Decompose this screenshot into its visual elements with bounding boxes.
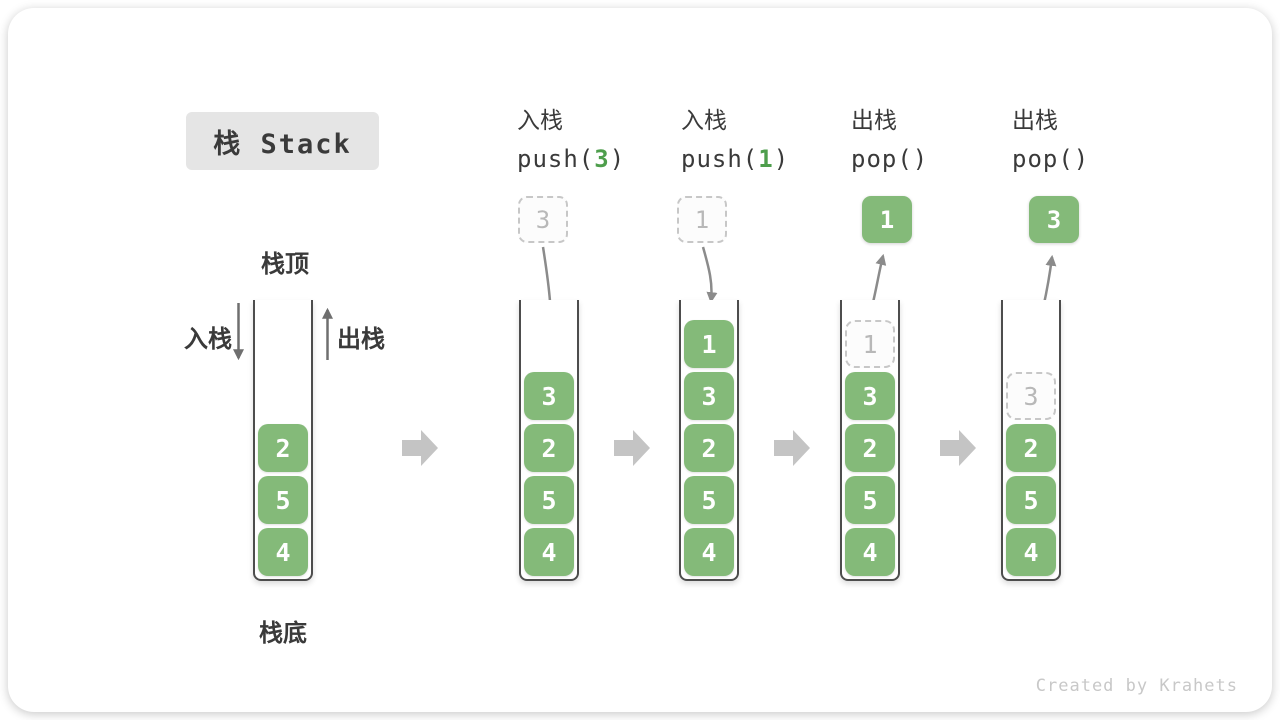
- stack-cell: 5: [684, 476, 734, 524]
- stack-bottom-label: 栈底: [259, 619, 307, 647]
- stack-top-label: 栈顶: [261, 250, 309, 278]
- step-header-pop-3: 出栈 pop(): [1012, 106, 1089, 175]
- stack-cell-ghost: 1: [845, 320, 895, 368]
- step-header-pop-1: 出栈 pop(): [851, 106, 928, 175]
- pop-label: 出栈: [337, 325, 385, 353]
- stack-cell: 4: [524, 528, 574, 576]
- incoming-value-box: 3: [518, 196, 568, 243]
- step-code: push(3): [517, 145, 626, 173]
- diagram-title: 栈 Stack: [186, 112, 379, 170]
- stack-cell: 2: [258, 424, 308, 472]
- stack-container-initial: 2 5 4: [253, 300, 313, 581]
- push-label: 入栈: [184, 325, 232, 353]
- watermark: Created by Krahets: [1035, 676, 1238, 696]
- popped-value-box: 1: [862, 196, 912, 243]
- stack-cell: 2: [1006, 424, 1056, 472]
- stack-cell: 4: [258, 528, 308, 576]
- popped-value-box: 3: [1029, 196, 1079, 243]
- stack-container-pop-3: 3 2 5 4: [1001, 300, 1061, 581]
- stack-cell: 5: [845, 476, 895, 524]
- step-code: push(1): [681, 145, 790, 173]
- stack-cell: 1: [684, 320, 734, 368]
- stack-cell: 5: [1006, 476, 1056, 524]
- step-op-label: 入栈: [681, 108, 727, 134]
- stack-container-push-3: 3 2 5 4: [519, 300, 579, 581]
- stack-cell: 3: [524, 372, 574, 420]
- stack-cell: 4: [845, 528, 895, 576]
- stack-cell: 3: [684, 372, 734, 420]
- stack-cell: 2: [524, 424, 574, 472]
- step-op-label: 入栈: [517, 108, 563, 134]
- stack-cell: 5: [258, 476, 308, 524]
- step-header-push-1: 入栈 push(1): [681, 106, 789, 175]
- step-code: pop(): [851, 145, 929, 173]
- stack-cell-ghost: 3: [1006, 372, 1056, 420]
- stack-container-push-1: 1 3 2 5 4: [679, 300, 739, 581]
- stack-cell: 4: [684, 528, 734, 576]
- stack-cell: 2: [684, 424, 734, 472]
- step-op-label: 出栈: [1012, 108, 1058, 134]
- code-argument: 1: [758, 145, 774, 173]
- stack-cell: 2: [845, 424, 895, 472]
- step-header-push-3: 入栈 push(3): [517, 106, 625, 175]
- stack-container-pop-1: 1 3 2 5 4: [840, 300, 900, 581]
- code-argument: 3: [594, 145, 610, 173]
- stack-cell: 4: [1006, 528, 1056, 576]
- stack-cell: 5: [524, 476, 574, 524]
- step-code: pop(): [1012, 145, 1090, 173]
- incoming-value-box: 1: [677, 196, 727, 243]
- stack-cell: 3: [845, 372, 895, 420]
- step-op-label: 出栈: [851, 108, 897, 134]
